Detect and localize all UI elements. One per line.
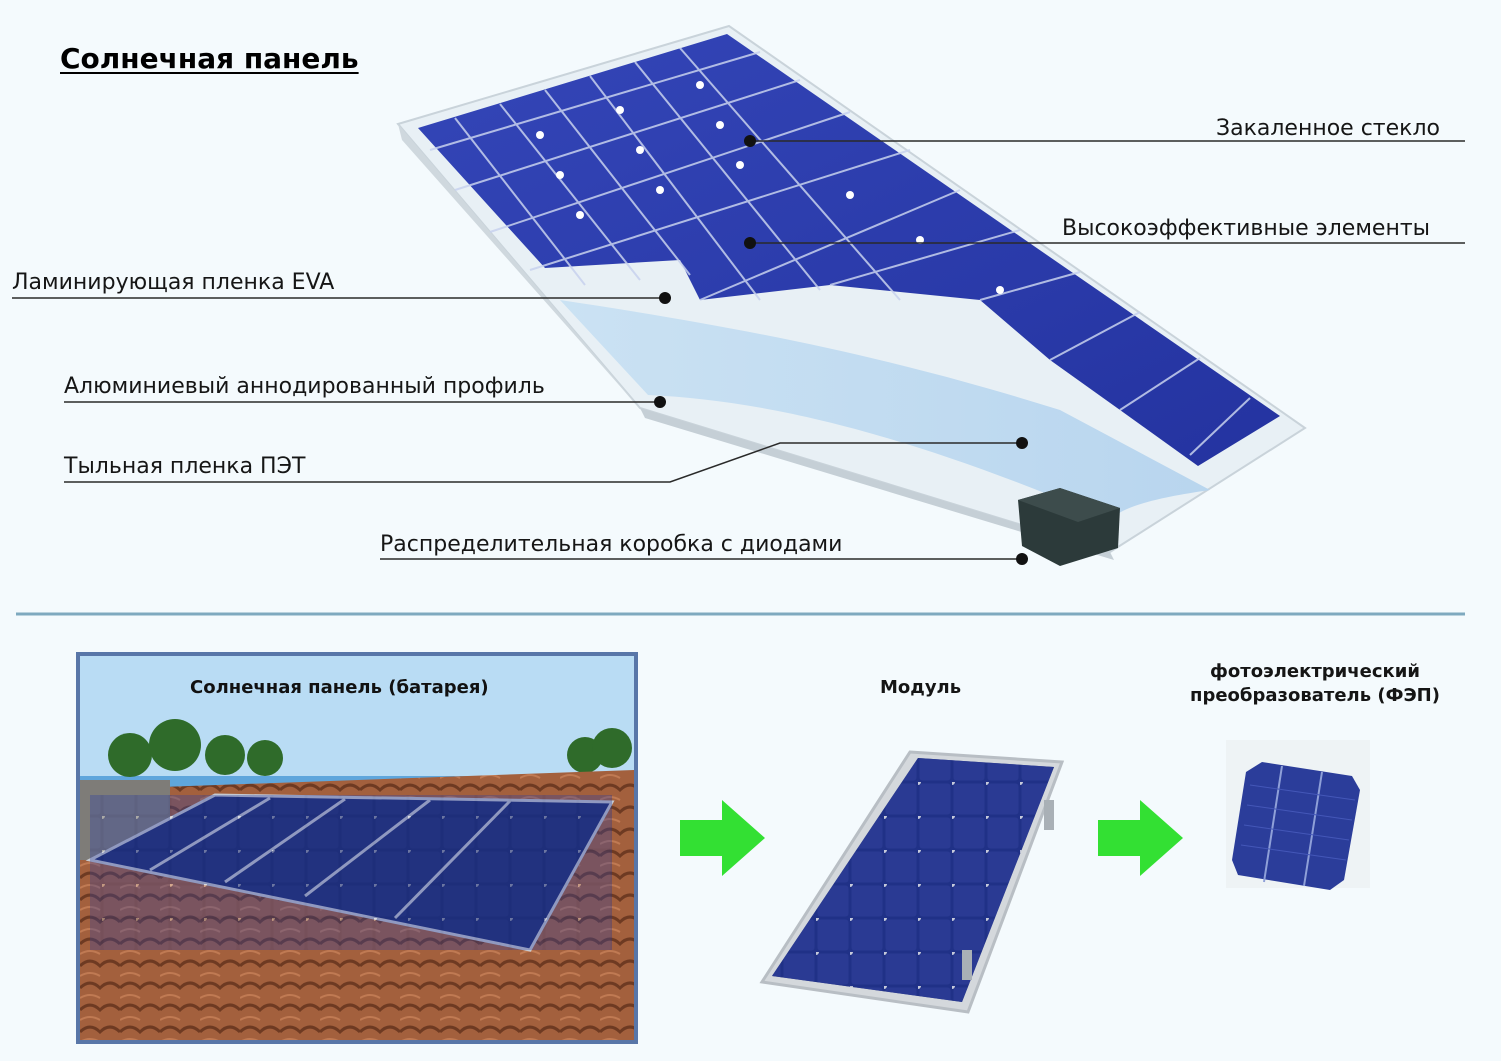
- leader-lines: [12, 140, 1465, 560]
- label-junction-box: Распределительная коробка с диодами: [380, 532, 843, 557]
- label-pet-back-film: Тыльная пленка ПЭТ: [64, 454, 306, 479]
- arrow-right-icon-2: [1098, 800, 1183, 876]
- dot-cells: [744, 237, 756, 249]
- dot-eva: [659, 292, 671, 304]
- junction-box: [1018, 488, 1120, 566]
- dot-box: [1016, 553, 1028, 565]
- high-efficiency-cells: [418, 34, 1280, 466]
- label-module: Модуль: [880, 677, 962, 698]
- dot-glass: [744, 135, 756, 147]
- label-eva-film: Ламинирующая пленка EVA: [12, 270, 335, 295]
- roof-photo: [76, 652, 638, 1044]
- label-aluminum-profile: Алюминиевый аннодированный профиль: [64, 374, 545, 399]
- dot-pet: [1016, 437, 1028, 449]
- label-tempered-glass: Закаленное стекло: [1216, 116, 1440, 141]
- label-battery: Солнечная панель (батарея): [190, 677, 489, 698]
- arrow-right-icon: [680, 800, 765, 876]
- module-image: [759, 750, 1065, 1014]
- pet-back-film: [560, 300, 1210, 520]
- label-high-efficiency-cells: Высокоэффективные элементы: [1062, 216, 1431, 241]
- dot-profile: [654, 396, 666, 408]
- label-pv-cell-line2: преобразователь (ФЭП): [1190, 685, 1440, 706]
- label-pv-cell: фотоэлектрический преобразователь (ФЭП): [1170, 660, 1460, 708]
- label-pv-cell-line1: фотоэлектрический: [1210, 661, 1420, 682]
- page-title: Солнечная панель: [60, 42, 359, 75]
- photovoltaic-cell-image: [1226, 740, 1370, 890]
